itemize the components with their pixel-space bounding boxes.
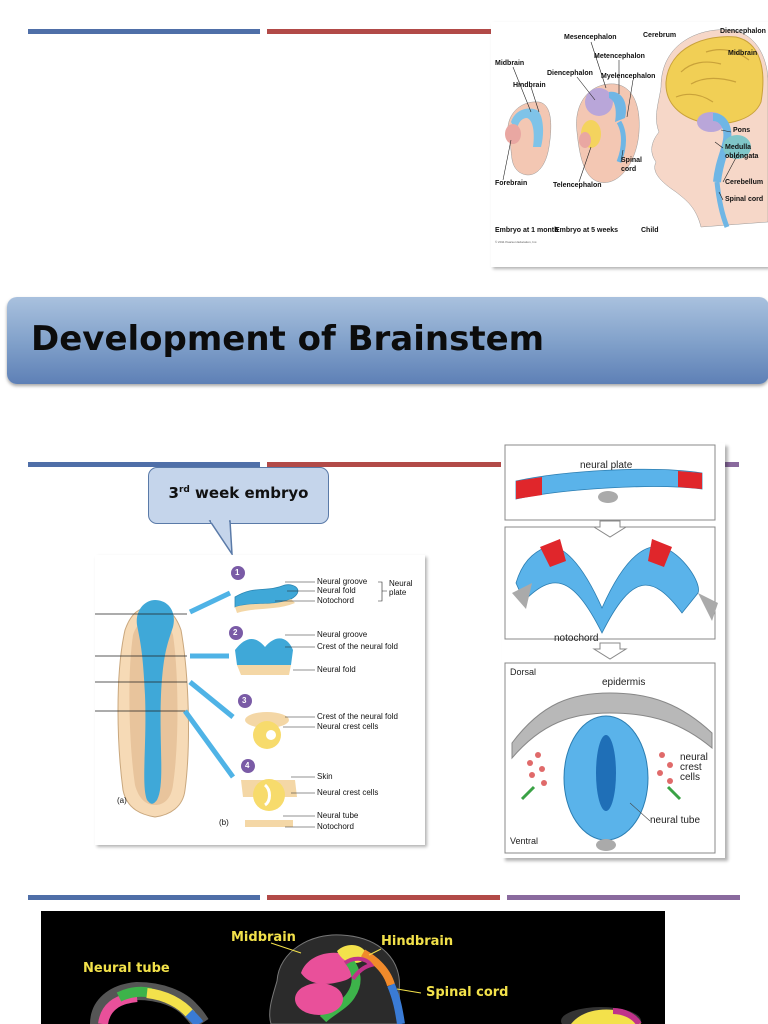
label-forebrain: Forebrain [495,180,528,187]
caption-child: Child [641,227,659,234]
label-s3-crest: Crest of the neural fold [317,712,398,721]
label-s4-skin: Skin [317,772,333,781]
label-mesencephalon: Mesencephalon [564,34,617,41]
top-bar-blue [28,29,260,34]
neural-fold-drawing [95,566,387,828]
label-s1-notochord: Notochord [317,596,354,605]
label-ventral: Ventral [510,836,539,846]
neural-tube-figure: neural plate notochord Dorsal epidermis … [502,443,725,858]
caption-embryo-1-month: Embryo at 1 month [495,227,559,234]
label-hindbrain-bottom: Hindbrain [381,934,454,949]
label-spinal-cord: Spinal cord [621,157,643,173]
middle-bar-purple [716,462,739,467]
callout-pointer [208,520,233,556]
label-dorsal: Dorsal [510,667,537,677]
step-number-2: 2 [233,628,238,637]
label-midbrain-right: Midbrain [728,50,758,57]
label-medulla: Medulla oblongata [725,144,759,160]
label-s4-notochord: Notochord [317,822,354,831]
label-telencephalon: Telencephalon [553,182,602,189]
label-s1-neural-groove: Neural groove [317,577,368,586]
label-pons: Pons [733,127,751,134]
middle-bar-red [267,462,501,467]
label-s2-neural-groove: Neural groove [317,630,368,639]
step-number-3: 3 [242,696,247,705]
label-cerebellum: Cerebellum [725,179,764,186]
label-spinal-cord-right: Spinal cord [725,196,764,203]
label-s2-neural-fold: Neural fold [317,665,356,674]
middle-bar-blue [28,462,260,467]
brain-regions-figure: Midbrain Hindbrain Neural tube Spinal co… [41,911,665,1024]
label-cerebrum: Cerebrum [643,32,677,39]
neural-tube-drawing [504,444,718,854]
callout-3rd-week-embryo: 3rd week embryo [148,467,329,524]
bottom-bar-blue [28,895,260,900]
page-title: Development of Brainstem [31,319,545,359]
title-banner: Development of Brainstem [7,297,768,384]
label-diencephalon: Diencephalon [547,70,593,77]
label-epidermis: epidermis [602,677,646,688]
top-bar-red [267,29,495,34]
neural-fold-figure: 1 2 3 4 Neural groove Neural fold Notoch… [95,555,425,845]
label-metencephalon: Metencephalon [594,53,645,60]
label-midbrain: Midbrain [495,60,525,67]
label-s1-neural-plate: Neural plate [389,579,413,597]
bottom-bar-red [267,895,500,900]
label-s3-neural-crest-cells: Neural crest cells [317,722,379,731]
label-s2-crest: Crest of the neural fold [317,642,398,651]
label-s4-neural-tube: Neural tube [317,811,359,820]
label-neural-plate: neural plate [580,460,633,471]
label-spinal-cord-bottom: Spinal cord [426,985,509,1000]
label-hindbrain: Hindbrain [513,82,546,89]
label-diencephalon-right: Diencephalon [720,28,766,35]
label-panel-a: (a) [117,796,127,805]
brain-development-drawing [502,29,768,228]
step-number-4: 4 [245,761,250,770]
label-notochord: notochord [554,633,599,644]
label-neural-tube: neural tube [650,815,701,826]
caption-embryo-5-weeks: Embryo at 5 weeks [555,227,619,234]
brain-development-figure: Midbrain Hindbrain Forebrain Mesencephal… [491,22,768,267]
label-midbrain-bottom: Midbrain [231,930,296,945]
label-panel-b: (b) [219,818,229,827]
bottom-bar-purple [507,895,740,900]
copyright-text: © 2011 Pearson Education, Inc. [495,240,538,244]
label-myelencephalon: Myelencephalon [601,73,656,80]
label-s1-neural-fold: Neural fold [317,586,356,595]
brain-regions-drawing [90,934,642,1024]
label-s4-neural-crest-cells: Neural crest cells [317,788,379,797]
label-neural-crest-cells: neural crest cells [680,752,708,783]
step-number-1: 1 [235,568,240,577]
callout-text: 3rd week embryo [168,484,309,502]
label-neural-tube-bottom: Neural tube [83,961,170,976]
